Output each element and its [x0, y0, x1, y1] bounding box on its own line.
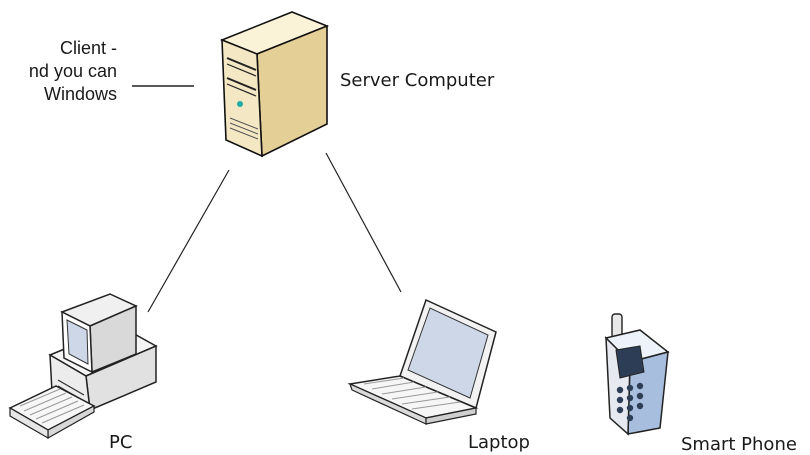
- server-label: Server Computer: [340, 70, 495, 91]
- pc-label: PC: [109, 432, 133, 453]
- server-pc-link: [147, 169, 230, 313]
- laptop-label: Laptop: [468, 432, 530, 453]
- note-line-3: Windows: [43, 84, 117, 104]
- smart-phone-label: Smart Phone: [681, 434, 797, 455]
- server-icon[interactable]: [219, 11, 330, 158]
- smart-phone-icon[interactable]: [604, 313, 670, 436]
- pc-icon[interactable]: [8, 293, 158, 440]
- note-line-1: Client -: [59, 38, 117, 58]
- laptop-icon[interactable]: [347, 298, 497, 425]
- annotation-note: Client - nd you can Windows: [0, 37, 117, 106]
- server-laptop-link: [325, 152, 402, 293]
- note-line-2: nd you can: [28, 61, 117, 81]
